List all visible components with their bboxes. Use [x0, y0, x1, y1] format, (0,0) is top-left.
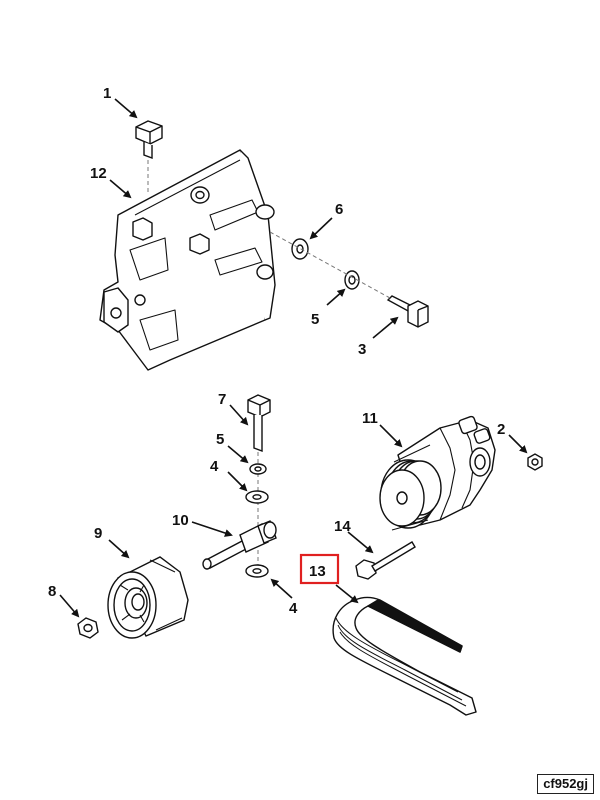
nut-2	[527, 453, 543, 471]
callout-8: 8	[48, 583, 56, 600]
callout-5a: 5	[311, 311, 319, 328]
callout-4b: 4	[289, 600, 298, 617]
callout-labels: 1 12 6 5 3 7 5 4 11 2 10 9 14 13 8 4	[48, 85, 505, 617]
callout-12: 12	[90, 165, 107, 182]
leader-lines	[59, 98, 528, 618]
ac-compressor	[379, 415, 496, 531]
drive-belt	[332, 596, 477, 716]
washer-4b	[245, 564, 269, 578]
washer-6	[291, 238, 309, 260]
idler-pulley	[107, 556, 189, 639]
callout-4a: 4	[210, 458, 219, 475]
callout-9: 9	[94, 525, 102, 542]
callout-5b: 5	[216, 431, 224, 448]
bracket-bolt-axis	[269, 231, 391, 299]
nut-8	[77, 617, 99, 639]
lock-washer-5	[344, 270, 360, 290]
callout-1: 1	[103, 85, 111, 102]
idler-shaft	[202, 520, 277, 570]
callout-11: 11	[362, 410, 378, 427]
callout-3: 3	[358, 341, 366, 358]
bolt-7	[247, 394, 271, 453]
bolt-14	[355, 541, 416, 580]
washer-4a	[245, 490, 269, 504]
callout-2: 2	[497, 421, 505, 438]
callout-14: 14	[334, 518, 351, 535]
bolt-3	[386, 295, 429, 328]
bolt-1	[135, 120, 163, 160]
lock-washer-5b	[249, 463, 267, 475]
callout-13: 13	[309, 563, 326, 580]
callout-6: 6	[335, 201, 343, 218]
mounting-bracket	[99, 149, 276, 371]
reference-code: cf952gj	[537, 774, 594, 794]
highlight-box	[299, 553, 340, 585]
callout-7: 7	[218, 391, 226, 408]
callout-10: 10	[172, 512, 189, 529]
